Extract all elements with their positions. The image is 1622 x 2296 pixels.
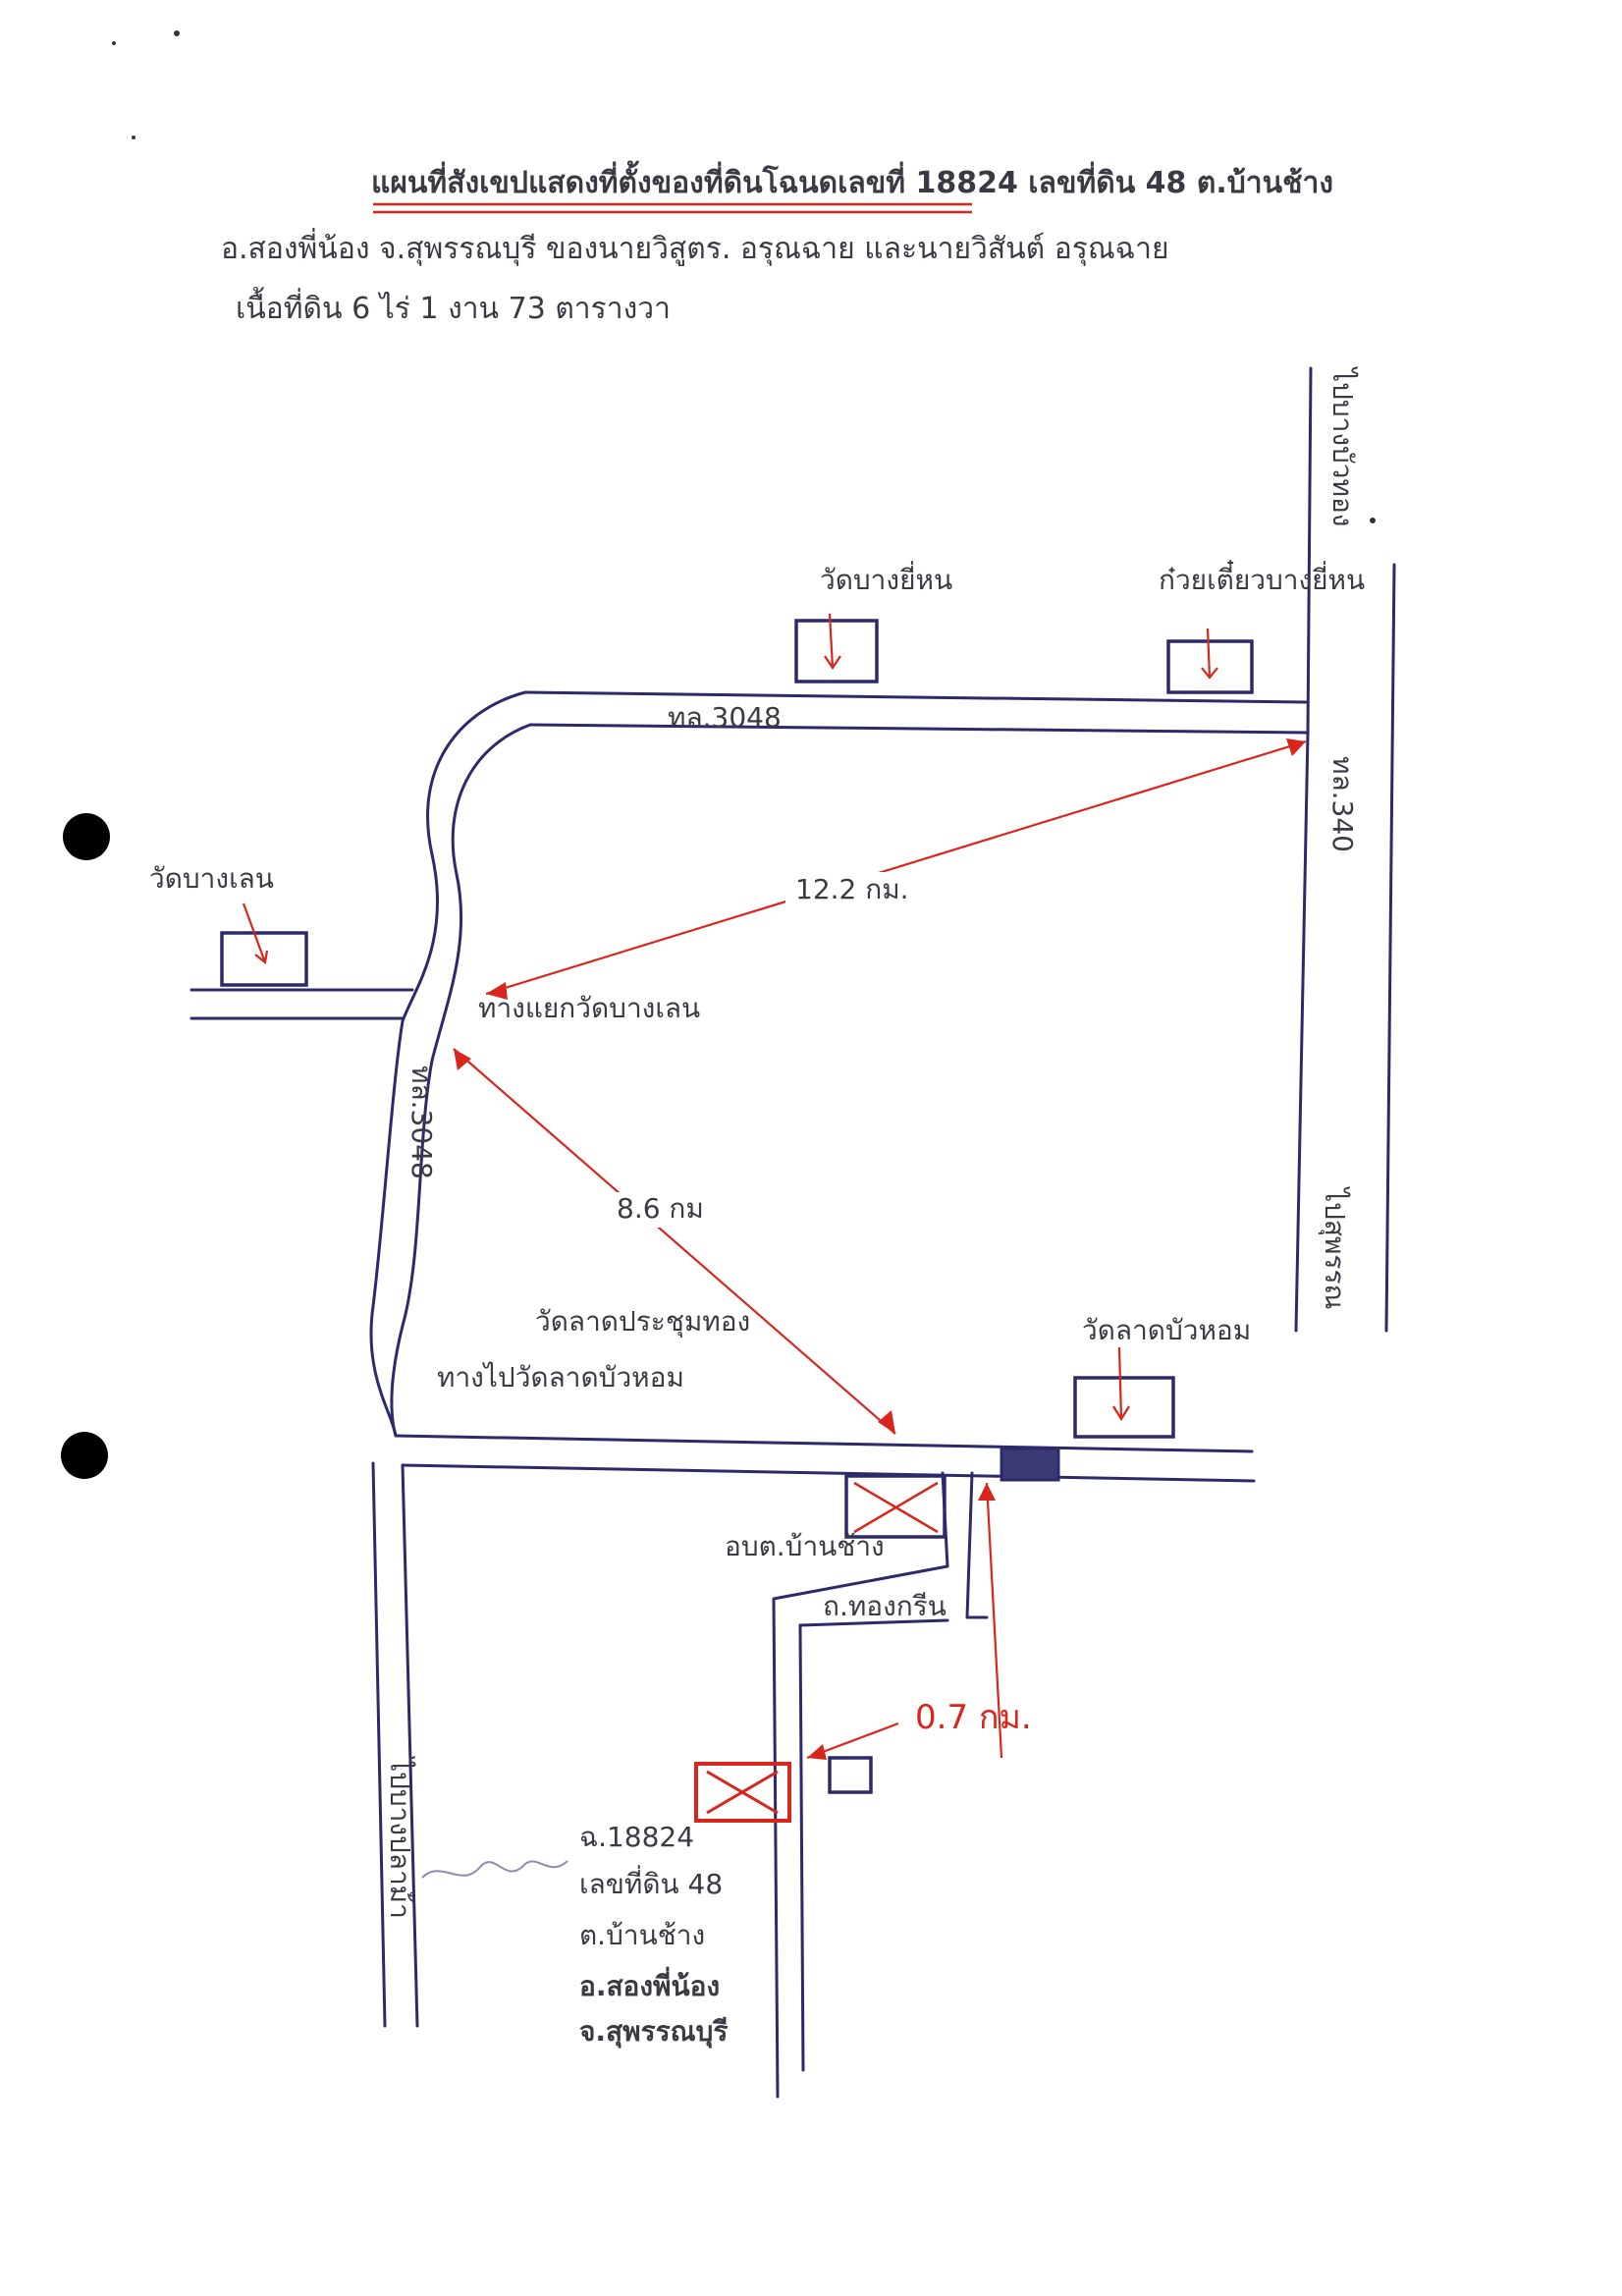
- road-soi-inner: [798, 1623, 805, 2072]
- road-3048-top-upper: [523, 690, 1308, 704]
- pen-dot: [1370, 518, 1376, 523]
- binder-hole-bottom: [61, 1432, 108, 1479]
- distance-8-bg: [611, 1192, 729, 1228]
- obt-box: [844, 1474, 946, 1539]
- pen-dot: [112, 41, 116, 45]
- road-network: [189, 366, 1396, 2099]
- road-left-down-inner: [401, 1463, 419, 2028]
- road-3048-curve-outer: [369, 690, 527, 1438]
- to-bangbuathong-label: ไปบางบัวทอง: [1326, 366, 1359, 526]
- parcel-land-no: เลขที่ดิน 48: [579, 1865, 723, 1900]
- hatched-building: [1000, 1447, 1060, 1482]
- parcel-subdistrict: ต.บ้านช้าง: [579, 1919, 705, 1951]
- obt-label: อบต.บ้านช้าง: [725, 1530, 885, 1562]
- distance-12-2km-label: 12.2 กม.: [795, 873, 909, 905]
- small-building-box: [828, 1756, 873, 1794]
- map-title: แผนที่สังเขปแสดงที่ตั้งของที่ดินโฉนดเลขท…: [371, 160, 1333, 200]
- arrow-8-6km: [453, 1048, 896, 1435]
- signature-scribble: [421, 1860, 568, 1879]
- road-340-upper-left: [1306, 366, 1313, 735]
- area-line: เนื้อที่ดิน 6 ไร่ 1 งาน 73 ตารางวา: [236, 287, 671, 326]
- owner-line: อ.สองพี่น้อง จ.สุพรรณบุรี ของนายวิสูตร. …: [221, 228, 1169, 267]
- parcel-province: จ.สุพรรณบุรี: [579, 2015, 728, 2049]
- road-left-down-outer: [371, 1461, 387, 2028]
- wat-bang-len-label: วัดบางเลน: [149, 862, 274, 895]
- parcel-district: อ.สองพี่น้อง: [579, 1966, 720, 2002]
- wat-bang-yi-hon-box: [794, 619, 879, 683]
- road-soi-left: [772, 1471, 949, 2099]
- wat-bua-hom-box: [1073, 1376, 1175, 1439]
- road-bottom-upper: [394, 1434, 1254, 1453]
- distance-0-7km-label: 0.7 กม.: [915, 1698, 1032, 1737]
- wat-bang-yi-hon-label: วัดบางยี่หน: [820, 561, 952, 596]
- to-suphan-label: ไปสุพรรณ: [1318, 1186, 1351, 1309]
- to-bangpla-label: ไปบางปลาม้า: [384, 1756, 416, 1919]
- pointer-arrows: [242, 613, 1218, 1422]
- arrow-0-7km-vertical: [985, 1482, 1003, 1759]
- road-3048-side-label: ทล.3048: [406, 1066, 438, 1179]
- to-wat-bua-hom-label: ทางไปวัดลาดบัวหอม: [437, 1361, 684, 1394]
- wat-bua-hom-label: วัดลาดบัวหอม: [1082, 1314, 1251, 1346]
- obt-cross: [853, 1481, 939, 1534]
- road-3048-top-label: ทล.3048: [668, 701, 782, 734]
- wat-prachum-label: วัดลาดประชุมทอง: [535, 1305, 750, 1339]
- kuay-tiew-box: [1166, 639, 1254, 694]
- parcel-deed: ฉ.18824: [579, 1821, 694, 1853]
- road-soi-top: [798, 1618, 949, 1627]
- distance-arrows: [453, 738, 1307, 1760]
- pen-dot: [174, 30, 180, 36]
- road-340-lower-left: [1294, 731, 1310, 1333]
- junction-label: ทางแยกวัดบางเลน: [478, 992, 700, 1024]
- road-3048-curve-inner: [390, 723, 532, 1438]
- wat-bang-len-box: [220, 931, 308, 987]
- road-340-label: ทล.340: [1326, 756, 1359, 852]
- parcel-box: [694, 1762, 791, 1823]
- kuay-tiew-label: ก๋วยเตี๋ยวบางยี่หน: [1159, 560, 1365, 596]
- pen-dot: [132, 136, 135, 139]
- road-bottom-lower: [401, 1463, 1256, 1483]
- parcel-cross: [706, 1770, 779, 1815]
- distance-12-bg: [785, 872, 933, 907]
- binder-hole-top: [63, 813, 110, 860]
- soi-label: ถ.ทองกรีน: [823, 1590, 946, 1622]
- road-340-right: [1384, 563, 1396, 1333]
- road-3048-top-lower: [528, 723, 1310, 735]
- road-soi-right: [965, 1471, 989, 1619]
- arrow-12-2km: [485, 739, 1307, 996]
- distance-8-6km-label: 8.6 กม: [617, 1192, 704, 1225]
